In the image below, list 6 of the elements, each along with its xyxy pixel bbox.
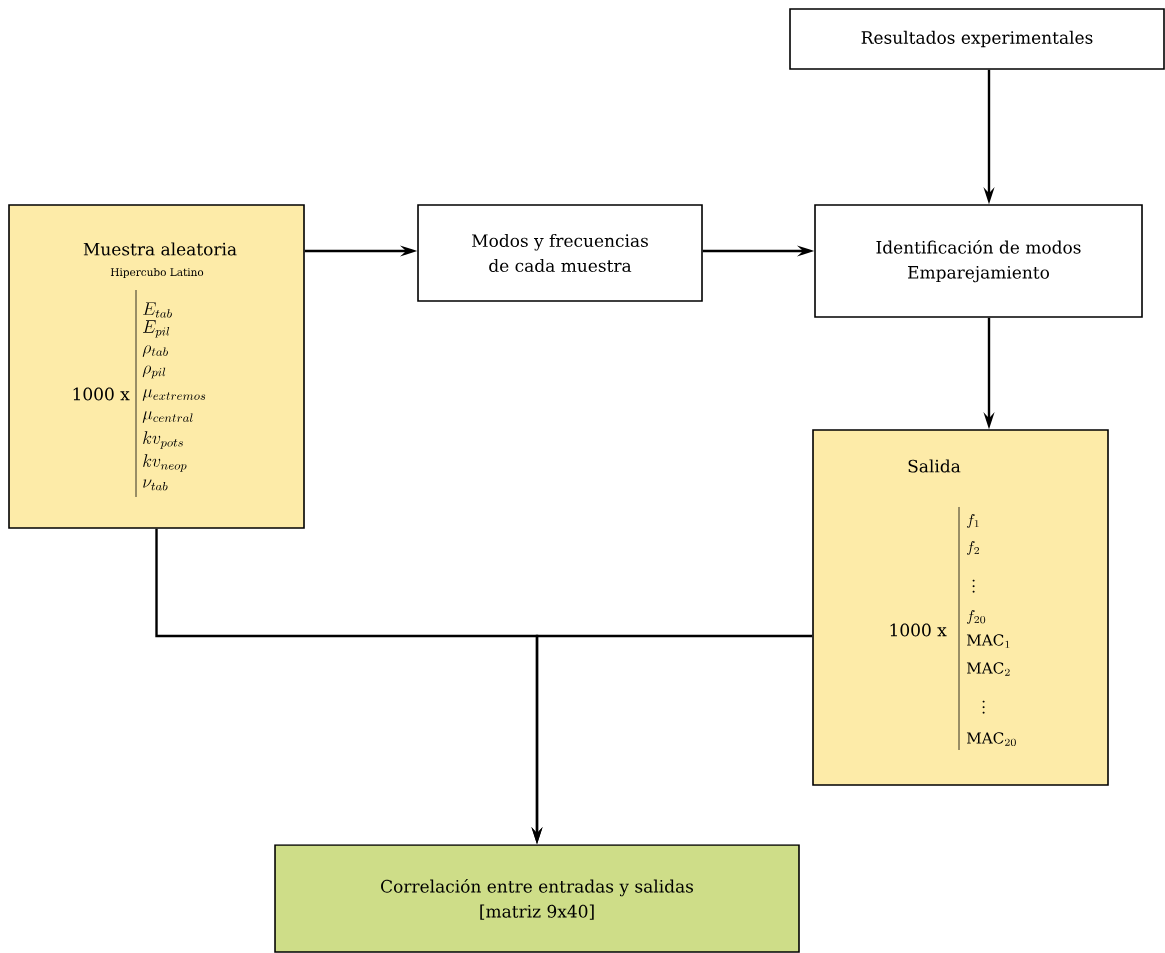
process-box: Identificación de modos Emparejamiento (814, 204, 1143, 318)
process-box: Resultados experimentales (789, 8, 1165, 70)
data-box: Salida 1000 x $f_1$ $f_2$ $\vdots$ $f_{20}$ $\mathrm{MAC}_1$ $\mathrm{MAC}_2$ $\vdots$ $\mathrm{MAC}_{20}$ (812, 429, 1109, 786)
result-box: Correlación entre entradas y salidas [matriz 9x40] (274, 844, 800, 953)
data-box: Muestra aleatoria Hipercubo Latino 1000 x $E_{tab}$ $E_{pil}$ $\rho_{tab}$ $\rho_{pil}$ $\mu_{extremos}$ $\mu_{central}$ $kv_{pots}$ $kv_{neop}$ $\nu_{tab}$ (8, 204, 305, 529)
process-box: Modos y frecuencias de cada muestra (417, 204, 703, 302)
